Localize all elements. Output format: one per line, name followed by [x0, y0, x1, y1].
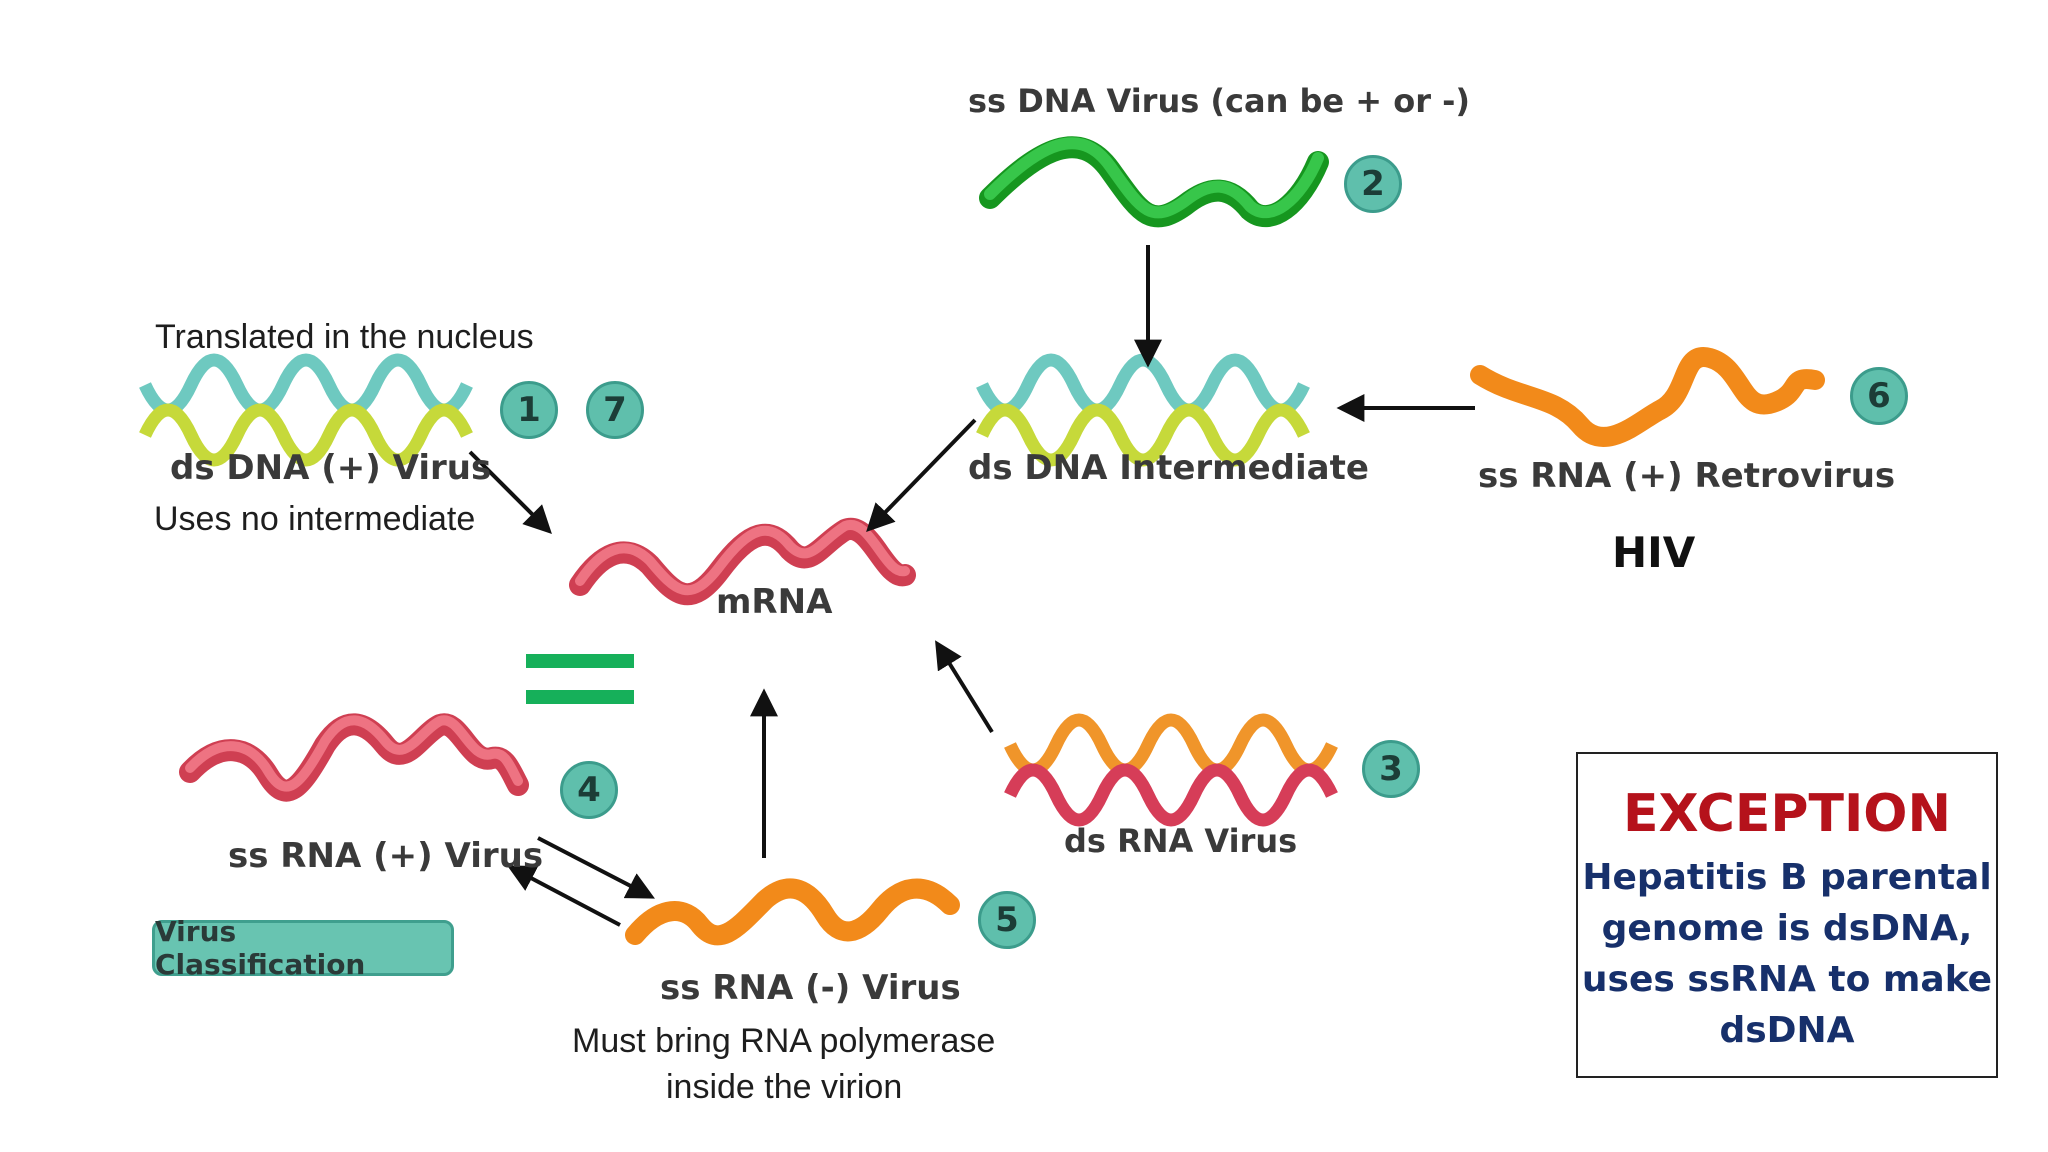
badge-4: 4	[560, 761, 618, 819]
arrows	[468, 245, 1475, 927]
polymerase-note-line1: Must bring RNA polymerase	[572, 1022, 996, 1060]
ss-dna-virus-label: ss DNA Virus (can be + or -)	[968, 82, 1471, 120]
equals-sign-bar-top	[526, 654, 634, 668]
exception-line-4: dsDNA	[1719, 1010, 1855, 1051]
ss-dna-strand	[979, 136, 1329, 228]
arrow-dsdna-to-mrna	[468, 450, 552, 534]
exception-line-1: Hepatitis B parental	[1582, 857, 1992, 898]
ds-dna-intermediate-label: ds DNA Intermediate	[968, 448, 1369, 488]
badge-2: 2	[1344, 155, 1402, 213]
ss-rna-pos-virus-label: ss RNA (+) Virus	[228, 836, 544, 876]
ss-rna-pos-strand	[179, 713, 529, 802]
ss-rna-retrovirus-label: ss RNA (+) Retrovirus	[1478, 456, 1896, 496]
badge-6: 6	[1850, 367, 1908, 425]
badge-1: 1	[500, 381, 558, 439]
ss-rna-neg-virus-label: ss RNA (-) Virus	[660, 968, 961, 1008]
exception-line-2: genome is dsDNA,	[1601, 908, 1973, 949]
arrow-ssrna-pos-to-neg	[537, 836, 655, 899]
virus-classification-button[interactable]: Virus Classification	[152, 915, 454, 981]
mrna-label: mRNA	[716, 582, 833, 622]
hiv-label: HIV	[1612, 528, 1696, 577]
translated-in-nucleus-label: Translated in the nucleus	[155, 318, 534, 356]
badge-5: 5	[978, 891, 1036, 949]
arrow-dsrna-to-mrna	[935, 640, 994, 734]
mrna-strand	[569, 518, 916, 606]
exception-body: Hepatitis B parental genome is dsDNA, us…	[1578, 852, 1996, 1056]
ss-rna-neg-strand	[625, 878, 960, 946]
ds-dna-virus-label: ds DNA (+) Virus	[170, 448, 492, 488]
exception-line-3: uses ssRNA to make	[1581, 959, 1993, 1000]
polymerase-note-line2: inside the virion	[666, 1068, 903, 1106]
uses-no-intermediate-label: Uses no intermediate	[154, 500, 476, 538]
badge-7: 7	[586, 381, 644, 439]
ds-dna-intermediate-helix	[976, 353, 1310, 467]
ds-rna-virus-label: ds RNA Virus	[1064, 822, 1298, 860]
badge-3: 3	[1362, 740, 1420, 798]
ss-rna-retrovirus-strand	[1470, 347, 1825, 447]
equals-sign-bar-bottom	[526, 690, 634, 704]
arrow-intermediate-to-mrna	[866, 418, 977, 533]
arrow-ssrna-neg-to-pos	[507, 865, 621, 927]
exception-title: EXCEPTION	[1622, 784, 1952, 844]
ds-dna-virus-helix	[139, 353, 473, 467]
exception-box: EXCEPTION Hepatitis B parental genome is…	[1576, 752, 1998, 1078]
ds-rna-virus-helix	[1004, 713, 1338, 827]
